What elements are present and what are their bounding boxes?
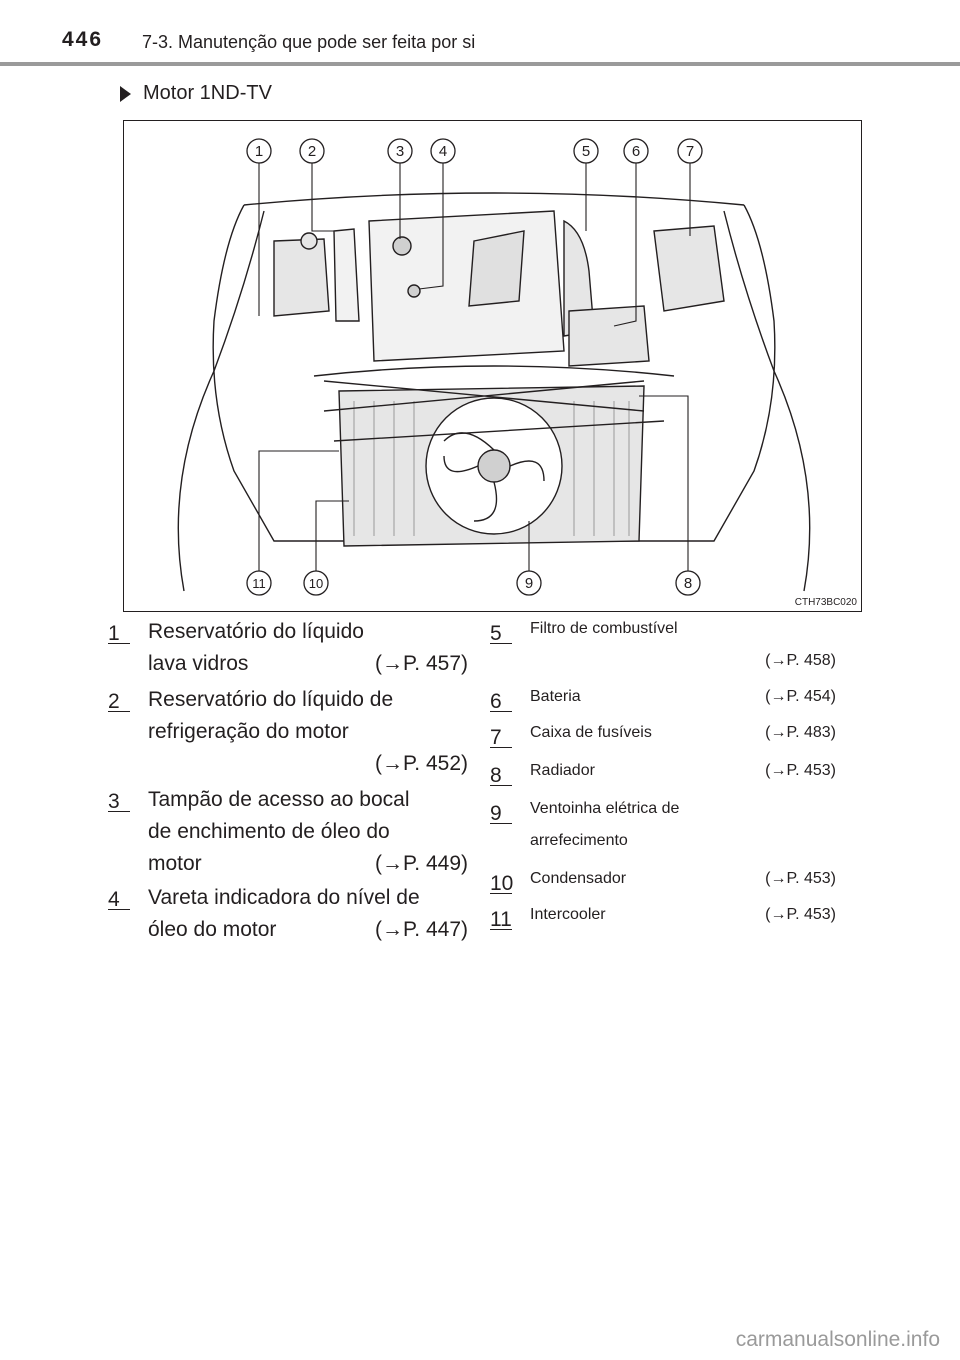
engine-bay-illustration: 1 2 3 4 5 6 7 11 10 9 8 CTH73BC020 xyxy=(123,120,862,612)
callout-7: 7 xyxy=(686,143,694,160)
callout-8: 8 xyxy=(684,575,692,592)
page-reference: (→P. 453) xyxy=(765,906,836,923)
legend-number: 8 xyxy=(490,764,516,788)
legend-text-line: Intercooler xyxy=(530,906,606,923)
figure-code: CTH73BC020 xyxy=(794,597,857,608)
callout-6: 6 xyxy=(632,143,640,160)
legend-number: 2 xyxy=(108,690,134,714)
legend-text-line: Caixa de fusíveis xyxy=(530,724,652,741)
engine-bay-drawing: 1 2 3 4 5 6 7 11 10 9 8 xyxy=(177,138,811,596)
legend-number: 9 xyxy=(490,802,516,826)
callout-5: 5 xyxy=(582,143,590,160)
page-reference: (→P. 453) xyxy=(765,762,836,779)
callout-2: 2 xyxy=(308,143,316,160)
section-title: 7-3. Manutenção que pode ser feita por s… xyxy=(142,32,476,52)
callout-9: 9 xyxy=(525,575,533,592)
legend-text-line: Filtro de combustível xyxy=(530,620,678,637)
legend-number: 11 xyxy=(490,908,516,932)
legend-text-line: arrefecimento xyxy=(530,832,628,849)
callout-11: 11 xyxy=(252,576,266,591)
legend-number: 6 xyxy=(490,690,516,714)
page-reference: (→P. 449) xyxy=(375,852,468,875)
page-reference: (→P. 483) xyxy=(765,724,836,741)
subheading: Motor 1ND-TV xyxy=(120,82,272,105)
legend-text-line: Condensador xyxy=(530,870,627,887)
legend-text-line: Ventoinha elétrica de xyxy=(530,800,680,817)
page-reference: (→P. 447) xyxy=(375,918,468,941)
page-reference: (→P. 452) xyxy=(375,752,468,775)
callout-1: 1 xyxy=(255,143,263,160)
legend-text-line: Reservatório do líquido xyxy=(148,620,364,643)
legend-text-line: refrigeração do motor xyxy=(148,720,349,743)
legend-number: 7 xyxy=(490,726,516,750)
legend-text-line: Bateria xyxy=(530,688,581,705)
legend-number: 10 xyxy=(490,872,516,896)
legend-number: 1 xyxy=(108,622,134,646)
page-reference: (→P. 454) xyxy=(765,688,836,705)
legend-text-line: Vareta indicadora do nível de xyxy=(148,886,420,909)
legend-text-line: motor xyxy=(148,852,202,875)
subheading-text: Motor 1ND-TV xyxy=(143,82,272,104)
triangle-bullet-icon xyxy=(120,85,131,102)
header-divider xyxy=(0,62,960,66)
page-reference: (→P. 453) xyxy=(765,870,836,887)
legend-number: 3 xyxy=(108,790,134,814)
legend-number: 5 xyxy=(490,622,516,646)
legend-text-line: óleo do motor xyxy=(148,918,277,941)
callout-10: 10 xyxy=(309,576,323,591)
legend-text-line: Reservatório do líquido de xyxy=(148,688,394,711)
legend-number: 4 xyxy=(108,888,134,912)
legend-text-line: Radiador xyxy=(530,762,595,779)
legend-text-line: lava vidros xyxy=(148,652,249,675)
callout-4: 4 xyxy=(439,143,447,160)
callout-3: 3 xyxy=(396,143,404,160)
legend-text-line: Tampão de acesso ao bocal xyxy=(148,788,410,811)
page-number: 446 xyxy=(62,28,104,51)
legend-text-line: de enchimento de óleo do xyxy=(148,820,390,843)
page-reference: (→P. 457) xyxy=(375,652,468,675)
page-reference: (→P. 458) xyxy=(765,652,836,669)
watermark: carmanualsonline.info xyxy=(735,1328,940,1351)
